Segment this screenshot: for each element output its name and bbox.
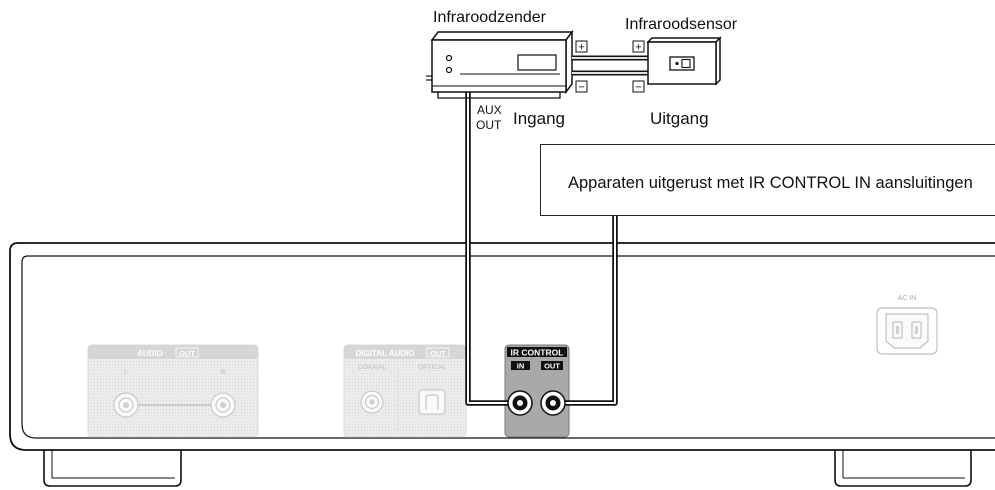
ir-sensor-label: Infraroodsensor	[625, 16, 738, 33]
ir-in-label: IN	[517, 362, 525, 371]
audio-r-label: R	[220, 369, 225, 376]
optical-jack	[418, 389, 446, 415]
ir-transmitter-label: Infraroodzender	[433, 9, 546, 26]
svg-text:+: +	[578, 42, 584, 54]
ir-control-in-devices-text: Apparaten uitgerust met IR CONTROL IN aa…	[568, 174, 973, 192]
minus-terminal-transmitter: −	[575, 80, 588, 94]
ir-out-jack	[540, 390, 566, 416]
digital-audio-badge: OUT	[430, 349, 446, 358]
plus-terminal-transmitter: +	[575, 40, 588, 54]
audio-l-jack	[113, 392, 139, 418]
ir-control-title: IR CONTROL	[511, 348, 564, 358]
cable-transmitter-to-sensor	[572, 55, 648, 76]
ir-sensor-device	[646, 36, 722, 86]
digital-audio-title: DIGITAL AUDIO	[356, 349, 415, 358]
digital-audio-out-block: DIGITAL AUDIO OUT COAXIAL OPTICAL	[343, 344, 467, 438]
minus-terminal-sensor: −	[632, 80, 645, 94]
audio-out-title: AUDIO	[137, 349, 163, 358]
output-label: Uitgang	[650, 109, 709, 128]
left-foot	[43, 450, 182, 487]
audio-l-label: L	[124, 369, 128, 376]
optical-label: OPTICAL	[418, 364, 446, 371]
plus-terminal-sensor: +	[632, 40, 645, 54]
out-label: OUT	[476, 118, 502, 132]
ac-in-label: AC IN	[898, 295, 917, 302]
ir-transmitter-device	[426, 29, 574, 99]
ir-control-in-devices-box: Apparaten uitgerust met IR CONTROL IN aa…	[540, 144, 995, 216]
ir-in-jack	[507, 390, 533, 416]
coaxial-jack	[360, 390, 384, 414]
ir-control-block: IR CONTROL IN OUT	[504, 344, 570, 438]
coaxial-label: COAXIAL	[358, 364, 387, 371]
svg-text:−: −	[578, 82, 584, 94]
cable-transmitter-to-ir-in	[465, 88, 508, 406]
aux-label: AUX	[477, 103, 502, 117]
audio-out-badge: OUT	[179, 349, 195, 358]
right-foot	[834, 450, 972, 487]
audio-out-block: AUDIO OUT L R	[87, 344, 259, 438]
cable-ir-out-to-devices	[564, 216, 618, 406]
svg-text:+: +	[635, 42, 641, 54]
audio-r-jack	[210, 392, 236, 418]
ir-out-label: OUT	[544, 362, 560, 371]
input-label: Ingang	[513, 109, 565, 128]
svg-text:−: −	[635, 82, 641, 94]
ac-in-inlet: AC IN	[876, 295, 938, 355]
